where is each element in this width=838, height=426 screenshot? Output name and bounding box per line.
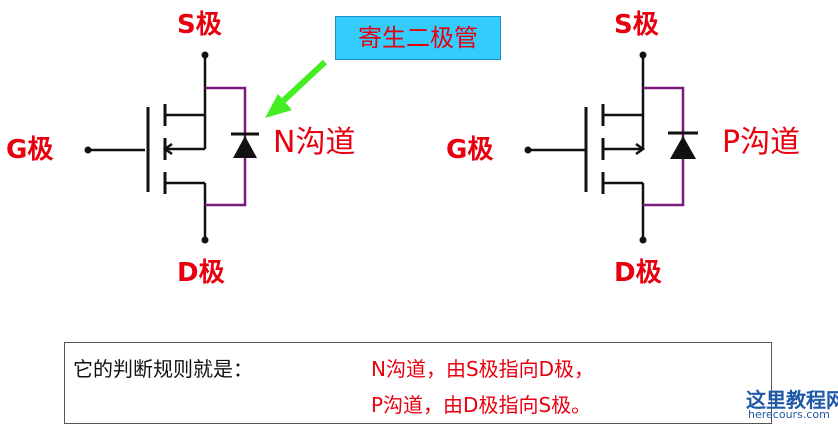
p-channel-mosfet <box>524 51 647 244</box>
gate-label-right: G极 <box>446 135 494 165</box>
gate-label-left: G极 <box>6 135 54 165</box>
rule-box: 它的判断规则就是： N沟道，由S极指向D极， P沟道，由D极指向S极。 <box>64 342 772 424</box>
p-body-diode <box>643 86 698 207</box>
rule-intro: 它的判断规则就是： <box>73 357 253 381</box>
p-channel-label: P沟道 <box>722 125 801 160</box>
watermark-url: herecours.com <box>748 408 830 421</box>
n-body-diode <box>205 86 259 207</box>
watermark-text: 这里教程网 <box>746 388 838 412</box>
callout-arrow <box>265 59 328 118</box>
drain-label-left: D极 <box>177 258 225 288</box>
n-channel-mosfet <box>84 51 209 244</box>
drain-label-right: D极 <box>614 258 662 288</box>
parasitic-diode-callout: 寄生二极管 <box>335 16 501 60</box>
n-channel-label: N沟道 <box>273 125 356 160</box>
rule-p-channel: P沟道，由D极指向S极。 <box>371 393 592 417</box>
rule-n-channel: N沟道，由S极指向D极， <box>371 357 595 381</box>
source-label-right: S极 <box>614 10 659 40</box>
source-label-left: S极 <box>177 10 222 40</box>
